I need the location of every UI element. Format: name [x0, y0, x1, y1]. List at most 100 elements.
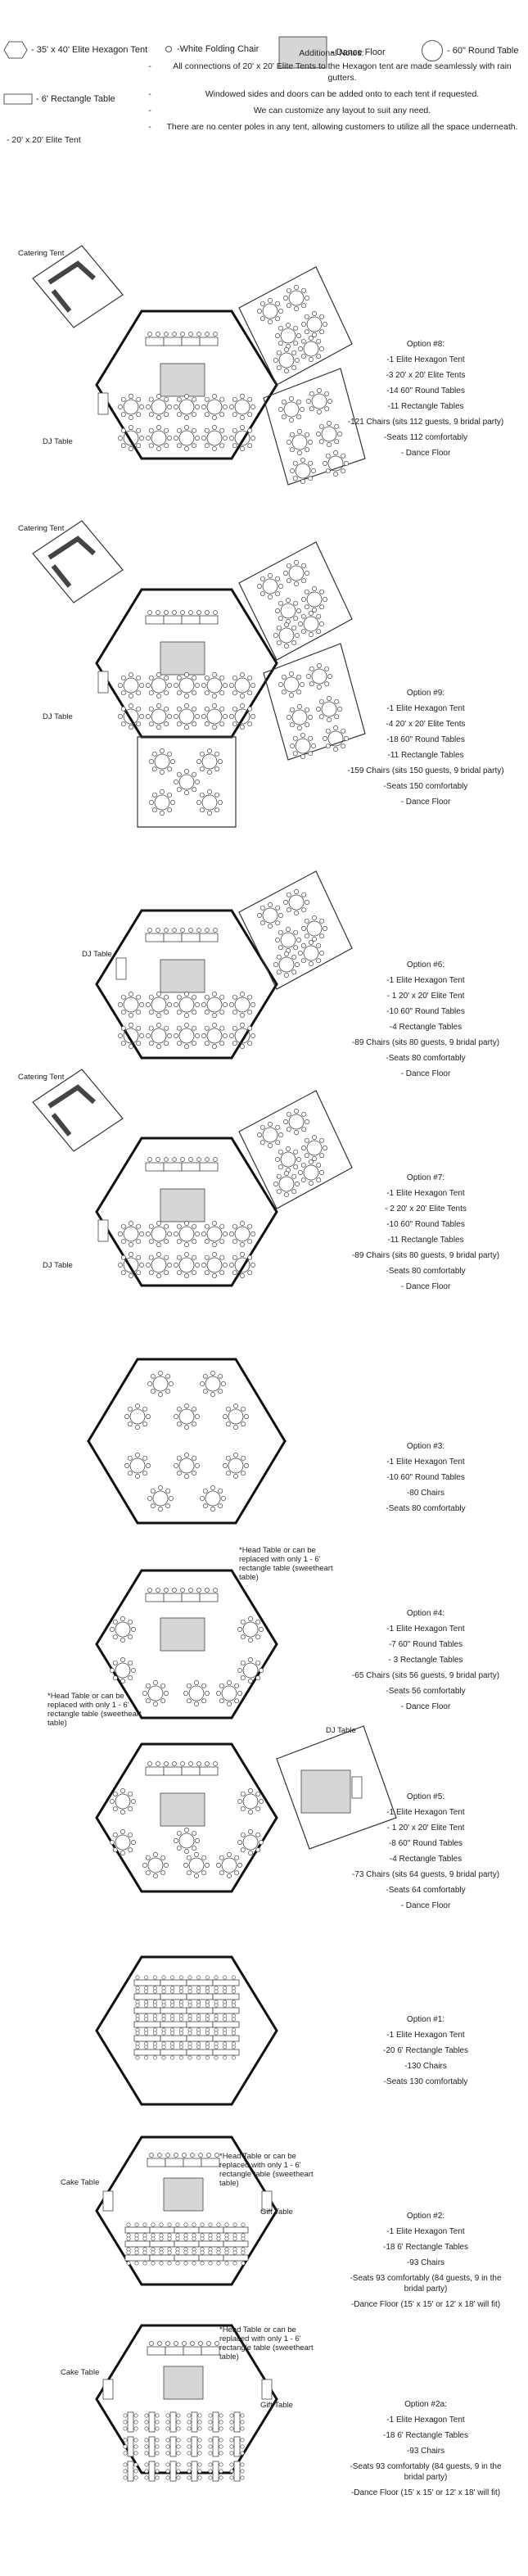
option-1-details: Option #1:-1 Elite Hexagon Tent-20 6' Re…: [344, 2014, 508, 2092]
chair: [208, 2250, 213, 2255]
chair: [139, 404, 144, 409]
chair: [165, 2341, 170, 2346]
chair: [229, 1263, 234, 1268]
chair: [205, 1863, 210, 1868]
chair: [284, 1171, 289, 1176]
chair: [129, 1252, 133, 1257]
chair: [201, 404, 206, 409]
round-table: [303, 945, 319, 961]
chair: [291, 1173, 297, 1179]
chair: [146, 1414, 151, 1419]
chair: [144, 2475, 149, 2480]
chair: [184, 1828, 189, 1833]
chair: [268, 902, 273, 907]
chair: [176, 1041, 182, 1046]
chair: [196, 928, 201, 933]
rect-table: [212, 2461, 219, 2482]
round-table: [306, 920, 323, 937]
chair: [240, 1791, 246, 1796]
round-table: [278, 627, 295, 644]
chair: [110, 1668, 115, 1673]
chair: [167, 683, 172, 688]
chair: [227, 1852, 232, 1857]
chair: [240, 1619, 246, 1625]
chair: [129, 1013, 133, 1018]
chair: [291, 954, 297, 960]
chair: [257, 1132, 262, 1137]
chair: [128, 1806, 133, 1812]
chair: [295, 358, 300, 363]
chair: [176, 690, 182, 696]
chair: [176, 706, 182, 712]
chair: [204, 675, 210, 680]
chair: [232, 675, 237, 680]
chair: [164, 675, 169, 680]
round-table: [129, 1408, 146, 1425]
chair: [247, 1270, 253, 1276]
chair: [281, 399, 287, 404]
rect-table: [212, 2007, 240, 2014]
chair: [170, 2003, 175, 2008]
option-line: -14 60" Round Tables: [386, 386, 465, 395]
chair: [184, 1453, 189, 1457]
chair: [247, 1254, 253, 1260]
chair: [289, 396, 294, 401]
head-table-note-5: *Head Table or can be replaced with only…: [47, 1692, 142, 1728]
rect-table: [133, 1993, 161, 2000]
chair: [197, 2469, 202, 2474]
rect-table: [133, 2007, 161, 2014]
chair: [293, 341, 299, 346]
dance-floor: [163, 2366, 204, 2400]
round-table: [123, 399, 139, 415]
rect-table: [163, 1162, 183, 1172]
option-line: -Dance Floor (15' x 15' or 12' x 18' wil…: [350, 2300, 501, 2309]
chair: [204, 994, 210, 1000]
round-table: [291, 434, 308, 450]
chair: [304, 933, 309, 939]
chair: [128, 1832, 133, 1837]
chair: [232, 1223, 237, 1229]
round-table: [147, 1685, 164, 1702]
chair: [294, 911, 299, 915]
chair: [152, 1989, 157, 1994]
elite-tent: [263, 368, 366, 486]
chair: [142, 1863, 147, 1868]
chair: [196, 759, 201, 764]
chair: [187, 2475, 192, 2480]
chair: [319, 604, 325, 610]
chair: [291, 1189, 297, 1195]
chair: [214, 2341, 219, 2346]
chair: [192, 675, 197, 680]
chair: [232, 443, 237, 449]
chair: [201, 1232, 206, 1236]
chair: [208, 2236, 213, 2241]
chair: [323, 597, 327, 602]
chair: [300, 733, 305, 738]
chair: [229, 2469, 234, 2474]
chair: [197, 2462, 202, 2467]
chair: [197, 2444, 202, 2449]
chair: [174, 404, 178, 409]
chair: [241, 2222, 246, 2227]
chair: [134, 2236, 139, 2241]
round-table: [311, 668, 327, 685]
chair: [304, 589, 309, 594]
option-2-details: Option #2:-1 Elite Hexagon Tent-18 6' Re…: [344, 2211, 508, 2315]
catering-tent-label-8: Catering Tent: [18, 249, 65, 258]
chair: [120, 1239, 126, 1245]
chair: [233, 1453, 238, 1457]
chair: [334, 439, 340, 445]
rect-table: [198, 2254, 224, 2262]
chair: [152, 2031, 157, 2036]
chair: [291, 625, 297, 630]
chair: [136, 1239, 142, 1245]
rect-table: [186, 2049, 214, 2056]
chair: [229, 683, 234, 688]
chair: [126, 2250, 131, 2255]
chair: [318, 698, 324, 704]
chair: [268, 319, 273, 324]
chair: [289, 447, 295, 453]
chair: [176, 2438, 181, 2443]
round-table: [123, 677, 139, 694]
round-table: [262, 303, 278, 319]
